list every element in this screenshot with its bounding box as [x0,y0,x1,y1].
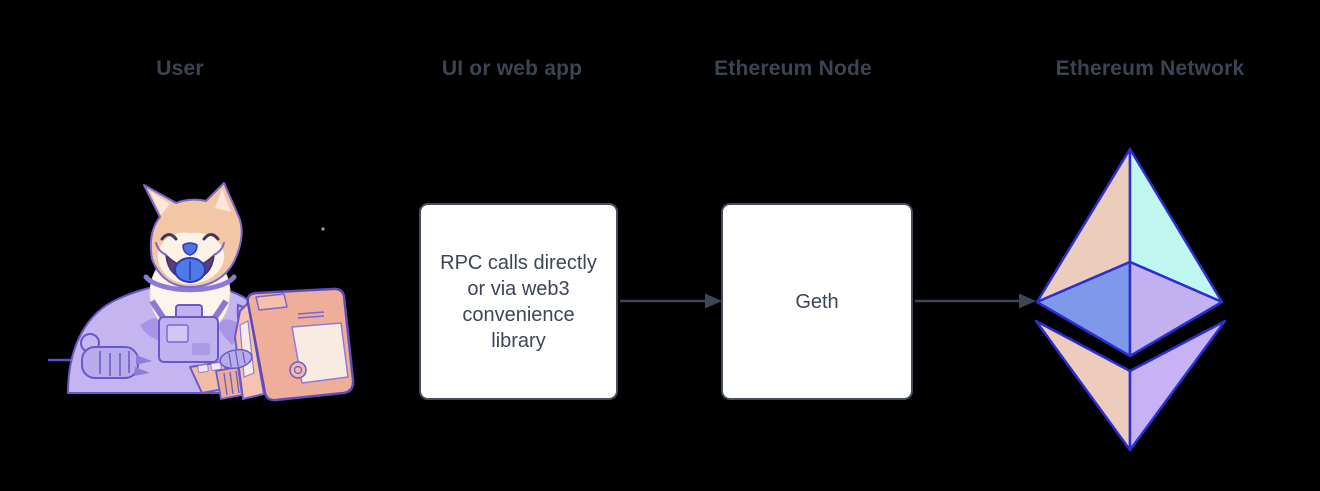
chest-strap [211,299,229,321]
arrow-node-to-network [915,293,1036,309]
glove-finger [134,367,150,376]
box-text-line: RPC calls directly [440,251,597,274]
glove-finger [136,355,152,365]
doge-head [143,182,243,288]
typing-paw [219,348,253,370]
left-eye-closed [160,233,178,241]
eth-bottom-right-face [1128,319,1227,452]
fan-hub [293,365,303,375]
fan-circle [289,361,307,379]
right-inner-ear [215,189,231,212]
smile-line [155,242,167,256]
label-user: User [156,57,204,80]
chest-pack-detail [166,324,189,343]
label-ethereum-network: Ethereum Network [1055,57,1245,80]
vent-slot [297,311,325,319]
monitor-handle [255,293,288,311]
helmet-collar [143,274,237,293]
doge-nose [182,242,198,256]
left-inner-ear [150,191,170,215]
ui-web-app-box: RPC calls directly or via web3 convenien… [419,203,618,400]
label-ui-or-web-app: UI or web app [441,57,583,80]
chest-pack-detail [192,343,210,355]
vent-lines [223,370,240,396]
right-eye-closed [202,233,220,241]
ethereum-node-box: Geth [721,203,913,400]
chest-strap [149,299,167,321]
glove-segments [99,351,130,376]
arrow-ui-to-node [620,293,722,309]
sparkle-dot [321,227,325,231]
robot-glove [80,333,152,379]
box-text-line: Geth [795,290,839,313]
eth-mid-right-face [1128,260,1224,358]
doge-astronaut-illustration [48,182,355,402]
box-text-line: convenience [462,303,575,326]
box-text-line: or via web3 [467,277,570,300]
ethereum-logo [1034,147,1227,452]
smile-line [213,242,225,256]
label-ethereum-node: Ethereum Node [714,57,872,80]
box-text-line: library [491,329,546,352]
